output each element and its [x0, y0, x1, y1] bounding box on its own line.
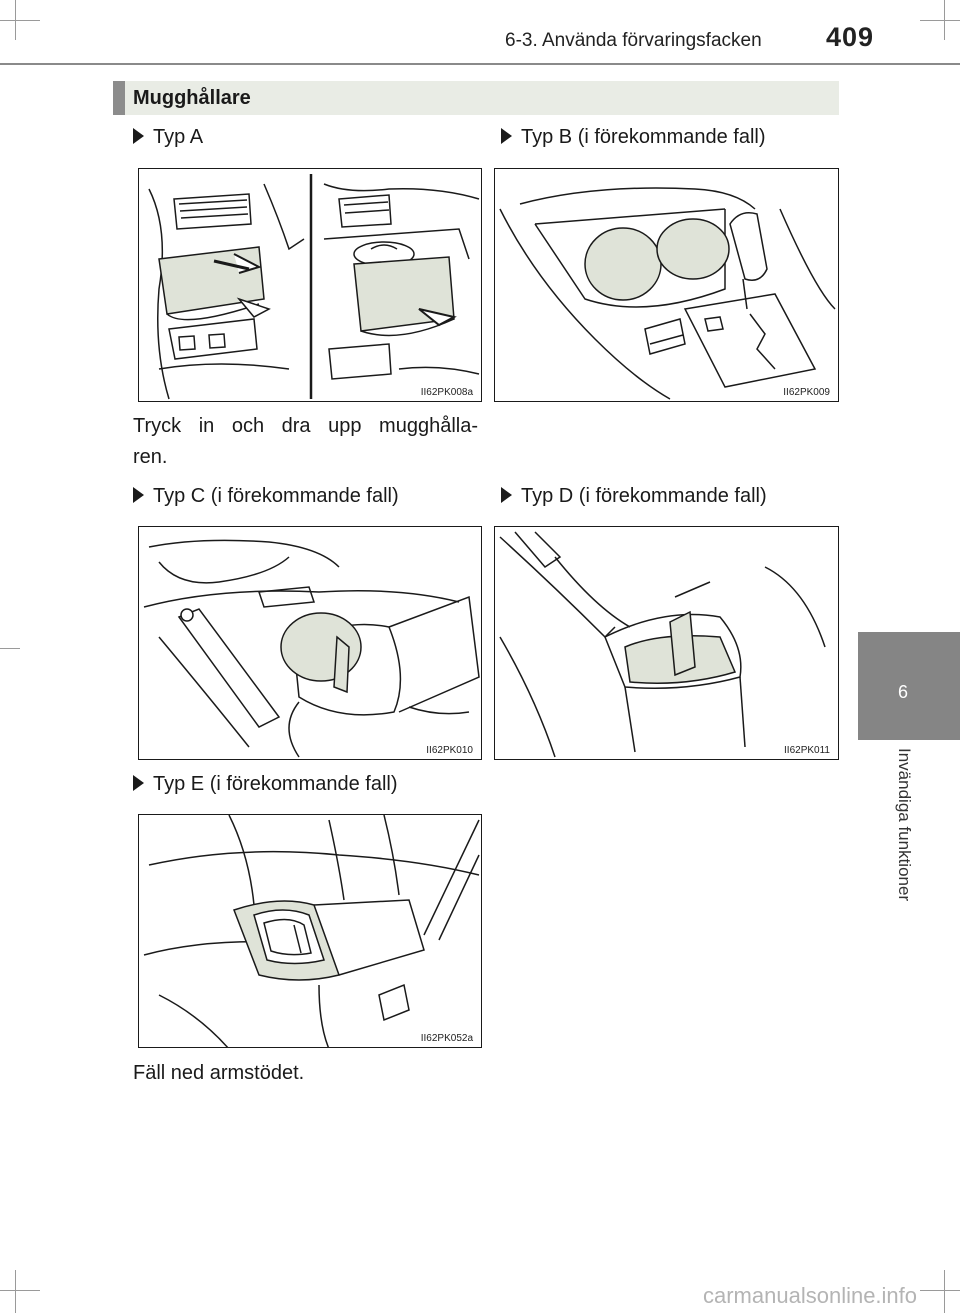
bullet-triangle-icon: [133, 128, 144, 144]
crop-mark: [944, 1270, 945, 1313]
cup-holder-type-c-illustration: [143, 539, 480, 758]
figure-code: II62PK010: [426, 745, 473, 756]
figure-type-c: II62PK010: [138, 526, 482, 760]
bullet-triangle-icon: [133, 487, 144, 503]
cup-holder-type-d-illustration: [499, 531, 826, 758]
figure-code: II62PK011: [784, 745, 830, 756]
type-e-label: Typ E (i förekommande fall): [133, 773, 398, 796]
bullet-triangle-icon: [501, 128, 512, 144]
figure-code: II62PK008a: [420, 387, 473, 398]
type-a-instruction-line1: Tryck in och dra upp mugghålla-: [133, 415, 478, 437]
crop-mark: [920, 20, 960, 21]
type-d-label: Typ D (i förekommande fall): [501, 485, 767, 508]
header-divider: [0, 63, 960, 65]
cup-holder-type-b-illustration: [499, 187, 836, 400]
crop-mark: [0, 20, 40, 21]
figure-type-e: II62PK052a: [138, 814, 482, 1048]
crop-mark: [0, 1290, 40, 1291]
chapter-label: Invändiga funktioner: [890, 748, 920, 948]
watermark: carmanualsonline.info: [703, 1283, 918, 1308]
figure-type-a: II62PK008a: [138, 168, 482, 402]
figure-code: II62PK052a: [420, 1033, 473, 1044]
crop-mark: [920, 1290, 960, 1291]
chapter-tab: 6: [858, 632, 960, 740]
bullet-triangle-icon: [133, 775, 144, 791]
figure-type-b: II62PK009: [494, 168, 839, 402]
type-e-instruction: Fäll ned armstödet.: [133, 1062, 305, 1084]
section-heading: Mugghållare: [133, 87, 251, 109]
crop-mark: [15, 1270, 16, 1313]
figure-type-d: II62PK011: [494, 526, 839, 760]
figure-code: II62PK009: [783, 387, 830, 398]
page-number: 409: [826, 22, 875, 52]
cup-holder-type-e-illustration: [143, 815, 480, 1047]
bullet-triangle-icon: [501, 487, 512, 503]
type-c-label: Typ C (i förekommande fall): [133, 485, 399, 508]
chapter-name: Invändiga funktioner: [895, 748, 914, 902]
type-a-label: Typ A: [133, 126, 203, 149]
type-a-instruction-line2: ren.: [133, 446, 168, 468]
chapter-number: 6: [898, 682, 909, 702]
crop-mark: [0, 648, 20, 649]
section-title: 6-3. Använda förvaringsfacken: [505, 30, 762, 51]
section-heading-bar: Mugghållare: [113, 81, 839, 115]
cup-holder-type-a-illustration: [148, 174, 480, 400]
type-b-label: Typ B (i förekommande fall): [501, 126, 766, 149]
